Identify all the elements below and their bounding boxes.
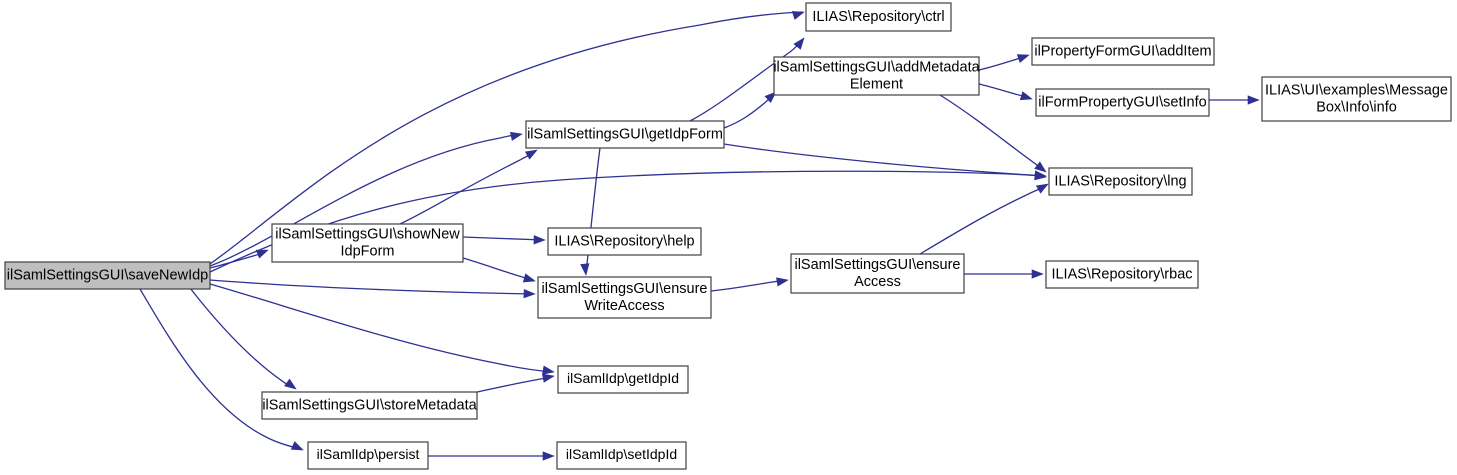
edge-saveNewIdp-to-ensureWriteAccess	[209, 279, 534, 295]
arrowhead-addMetadataElement-to-lng	[1034, 161, 1047, 173]
arrowhead-saveNewIdp-to-showNewIdpForm	[255, 249, 269, 259]
node-label-addMetadataElement-line2: Element	[850, 76, 903, 92]
node-box-showNewIdpForm[interactable]	[271, 223, 464, 263]
node-box-addMetadataElement[interactable]	[773, 56, 980, 96]
node-box-rbac[interactable]	[1045, 260, 1199, 289]
node-getIdpForm[interactable]: ilSamlSettingsGUI\getIdpForm	[525, 120, 725, 149]
node-setIdpId[interactable]: ilSamlIdp\setIdpId	[556, 441, 687, 470]
node-saveNewIdp[interactable]: ilSamlSettingsGUI\saveNewIdp	[4, 261, 211, 290]
node-lng[interactable]: ILIAS\Repository\lng	[1048, 167, 1193, 196]
edge-showNewIdpForm-to-help	[462, 236, 544, 241]
arrowhead-showNewIdpForm-to-getIdpForm	[524, 149, 538, 160]
node-label-messageBoxInfo-line1: ILIAS\UI\examples\Message	[1265, 82, 1448, 98]
arrowhead-getIdpForm-to-ensureWriteAccess	[580, 263, 590, 276]
edge-getIdpForm-to-lng	[723, 143, 1045, 177]
node-label-ensureWriteAccess-line1: ilSamlSettingsGUI\ensure	[541, 281, 707, 297]
node-label-help: ILIAS\Repository\help	[554, 233, 694, 249]
edge-showNewIdpForm-to-getIdpForm	[399, 151, 536, 225]
edge-saveNewIdp-to-getIdpForm	[209, 133, 521, 267]
arrowhead-setInfo-to-messageBoxInfo	[1247, 95, 1260, 105]
node-getIdpId[interactable]: ilSamlIdp\getIdpId	[557, 365, 689, 394]
node-box-ensureWriteAccess[interactable]	[537, 276, 712, 319]
node-label-ensureAccess-line1: ilSamlSettingsGUI\ensure	[794, 257, 960, 273]
node-box-setInfo[interactable]	[1035, 88, 1210, 117]
edge-showNewIdpForm-to-ensureWriteAccess	[462, 257, 534, 281]
node-label-getIdpForm: ilSamlSettingsGUI\getIdpForm	[527, 126, 723, 142]
node-label-showNewIdpForm-line2: IdpForm	[341, 243, 395, 259]
arrowhead-saveNewIdp-to-persist	[290, 441, 304, 451]
arrowhead-showNewIdpForm-to-ensureWriteAccess	[522, 273, 536, 283]
node-addItem[interactable]: ilPropertyFormGUI\addItem	[1031, 37, 1215, 66]
arrowhead-persist-to-setIdpId	[542, 451, 555, 461]
node-label-ensureWriteAccess-line2: WriteAccess	[584, 298, 664, 314]
node-storeMetadata[interactable]: ilSamlSettingsGUI\storeMetadata	[261, 391, 478, 420]
node-box-messageBoxInfo[interactable]	[1261, 76, 1452, 122]
node-box-setIdpId[interactable]	[556, 441, 687, 470]
node-label-lng: ILIAS\Repository\lng	[1054, 173, 1186, 189]
node-box-getIdpForm[interactable]	[525, 120, 725, 149]
arrowhead-saveNewIdp-to-storeMetadata	[284, 378, 297, 390]
arrowhead-saveNewIdp-to-ensureWriteAccess	[523, 288, 536, 299]
node-rbac[interactable]: ILIAS\Repository\rbac	[1045, 260, 1199, 289]
arrowhead-getIdpForm-to-addMetadataElement	[764, 91, 777, 104]
node-box-help[interactable]	[547, 227, 702, 256]
edge-saveNewIdp-to-getIdpId	[209, 283, 553, 373]
arrowhead-saveNewIdp-to-ctrl	[791, 11, 805, 20]
arrowhead-showNewIdpForm-to-help	[533, 235, 546, 245]
edge-saveNewIdp-to-storeMetadata	[189, 287, 295, 389]
node-label-storeMetadata: ilSamlSettingsGUI\storeMetadata	[262, 397, 477, 413]
node-box-storeMetadata[interactable]	[261, 391, 478, 420]
arrowhead-getIdpForm-to-lng	[1034, 171, 1047, 181]
edge-ensureWriteAccess-to-ensureAccess	[710, 279, 787, 292]
arrowhead-addMetadataElement-to-setInfo	[1019, 91, 1033, 101]
node-label-persist: ilSamlIdp\persist	[317, 446, 420, 462]
arrowhead-getIdpForm-to-ctrl	[793, 37, 805, 50]
arrowhead-saveNewIdp-to-getIdpForm	[509, 131, 523, 141]
node-label-showNewIdpForm-line1: ilSamlSettingsGUI\showNew	[275, 226, 460, 242]
arrowhead-ensureAccess-to-lng	[1035, 183, 1049, 194]
edge-getIdpForm-to-addMetadataElement	[723, 93, 775, 129]
node-persist[interactable]: ilSamlIdp\persist	[307, 441, 429, 470]
node-label-setInfo: ilFormPropertyGUI\setInfo	[1038, 94, 1206, 110]
node-ctrl[interactable]: ILIAS\Repository\ctrl	[805, 2, 952, 32]
node-box-getIdpId[interactable]	[557, 365, 689, 394]
arrowhead-ensureAccess-to-rbac	[1031, 269, 1044, 279]
node-label-getIdpId: ilSamlIdp\getIdpId	[567, 370, 679, 386]
node-box-lng[interactable]	[1048, 167, 1193, 196]
arrowhead-storeMetadata-to-getIdpId	[542, 373, 555, 383]
node-label-ensureAccess-line2: Access	[854, 274, 901, 290]
node-label-messageBoxInfo-line2: Box\Info\info	[1316, 99, 1397, 115]
node-label-saveNewIdp: ilSamlSettingsGUI\saveNewIdp	[7, 267, 208, 283]
edge-storeMetadata-to-getIdpId	[476, 376, 553, 393]
edge-saveNewIdp-to-ctrl	[209, 11, 803, 265]
arrowhead-ensureWriteAccess-to-ensureAccess	[776, 277, 789, 287]
edge-ensureAccess-to-lng	[919, 185, 1047, 255]
edge-addMetadataElement-to-lng	[939, 94, 1045, 171]
node-box-addItem[interactable]	[1031, 37, 1215, 66]
node-setInfo[interactable]: ilFormPropertyGUI\setInfo	[1035, 88, 1210, 117]
node-box-saveNewIdp[interactable]	[4, 261, 211, 290]
arrowhead-saveNewIdp-to-getIdpId	[542, 365, 555, 375]
node-help[interactable]: ILIAS\Repository\help	[547, 227, 702, 256]
node-layer: ilSamlSettingsGUI\saveNewIdp ILIAS\Reposi…	[4, 2, 1452, 470]
node-box-ctrl[interactable]	[805, 2, 952, 32]
node-label-rbac: ILIAS\Repository\rbac	[1051, 266, 1192, 282]
node-label-addItem: ilPropertyFormGUI\addItem	[1034, 43, 1211, 59]
node-label-setIdpId: ilSamlIdp\setIdpId	[566, 446, 677, 462]
arrowhead-addMetadataElement-to-addItem	[1016, 54, 1030, 64]
edge-saveNewIdp-to-persist	[139, 288, 302, 450]
node-label-addMetadataElement-line1: ilSamlSettingsGUI\addMetadata	[773, 59, 980, 75]
node-box-persist[interactable]	[307, 441, 429, 470]
edge-getIdpForm-to-ensureWriteAccess	[585, 147, 601, 273]
node-box-ensureAccess[interactable]	[790, 253, 965, 294]
node-label-ctrl: ILIAS\Repository\ctrl	[812, 9, 944, 25]
arrowhead-layer	[255, 11, 1260, 461]
